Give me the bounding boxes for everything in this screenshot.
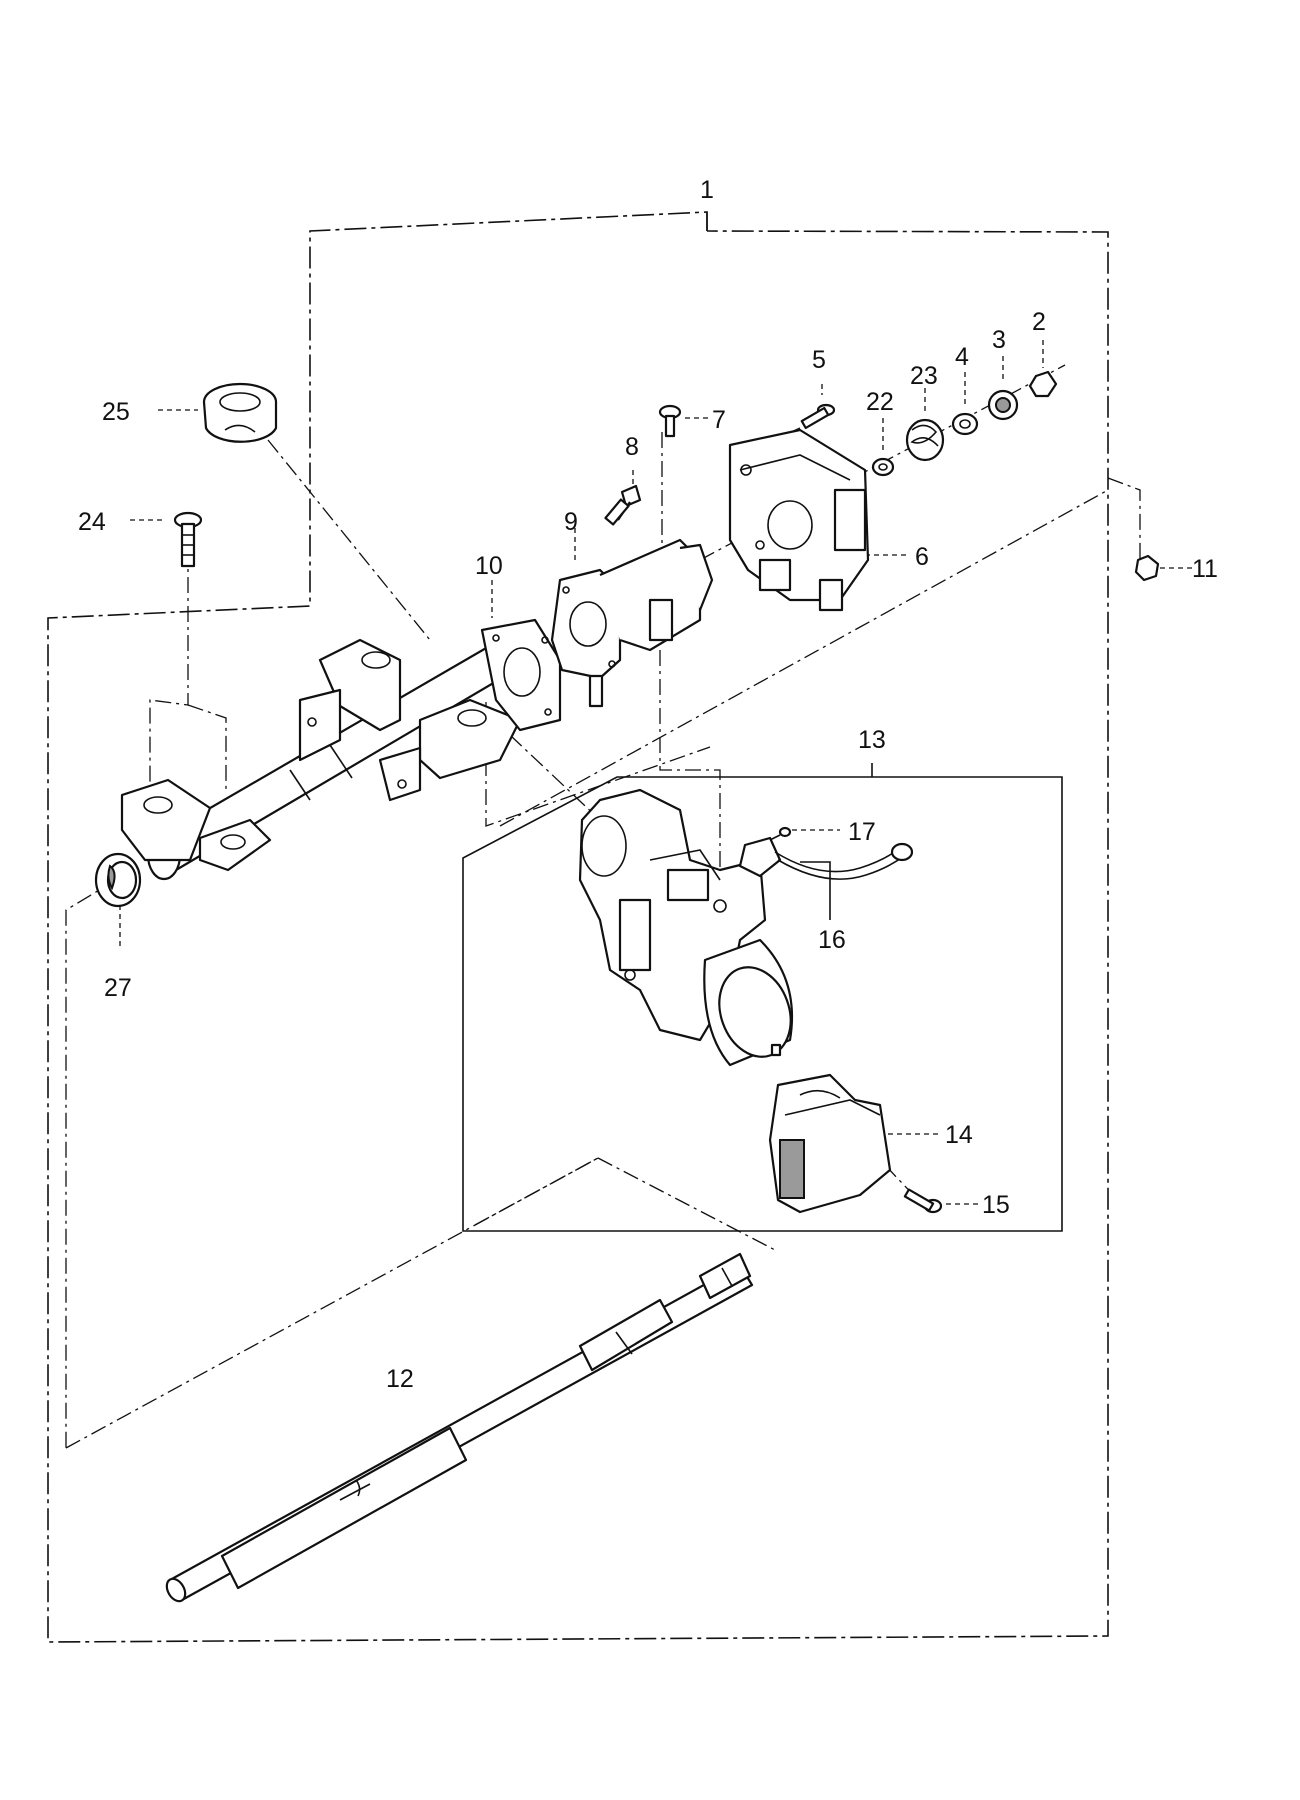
callout-2: 2 [1032,308,1046,336]
part-25-bushing [202,382,278,443]
part-27-ring [94,852,142,908]
callout-3: 3 [992,326,1006,354]
part-17-screw [769,826,792,841]
callout-22: 22 [866,388,894,416]
part-15-screw [903,1188,943,1214]
callout-13: 13 [858,726,886,754]
part-4-washer [951,412,979,436]
part-24-bolt [173,511,203,568]
callout-8: 8 [625,433,639,461]
part-13-lock-body [578,788,794,1067]
part-22-washer [871,457,895,477]
callout-16: 16 [818,926,846,954]
part-23-spring [905,418,945,462]
part-5-screw [800,403,836,430]
part-11-nut [1134,554,1160,582]
callout-25: 25 [102,398,130,426]
callout-10: 10 [475,552,503,580]
part-16-switch-wire [738,836,914,880]
callout-14: 14 [945,1121,973,1149]
callout-6: 6 [915,543,929,571]
part-9-lock-housing [550,538,714,708]
assembly-13-frame [462,763,1063,1232]
callout-11: 11 [1192,555,1218,583]
part-2-nut [1028,370,1058,398]
part-6-switch-housing [728,428,870,612]
callout-24: 24 [78,508,106,536]
part-10-column-tube [120,618,562,881]
part-8-bolt [604,484,642,526]
callout-12: 12 [386,1365,414,1393]
part-12-steering-shaft [165,1252,754,1603]
callout-17: 17 [848,818,876,846]
callout-23: 23 [910,362,938,390]
part-7-screw [658,404,682,438]
part-3-nut [987,389,1019,421]
callout-5: 5 [812,346,826,374]
callout-7: 7 [712,406,726,434]
callout-15: 15 [982,1191,1010,1219]
callout-9: 9 [564,508,578,536]
callout-27: 27 [104,974,132,1002]
callout-4: 4 [955,343,969,371]
part-14-switch-cover [768,1073,892,1214]
assembly-1-frame [47,211,1109,1643]
callout-1: 1 [700,176,714,204]
callout-labels: 1 2 3 4 5 6 7 8 9 10 11 12 13 14 15 16 1… [78,176,1218,1393]
